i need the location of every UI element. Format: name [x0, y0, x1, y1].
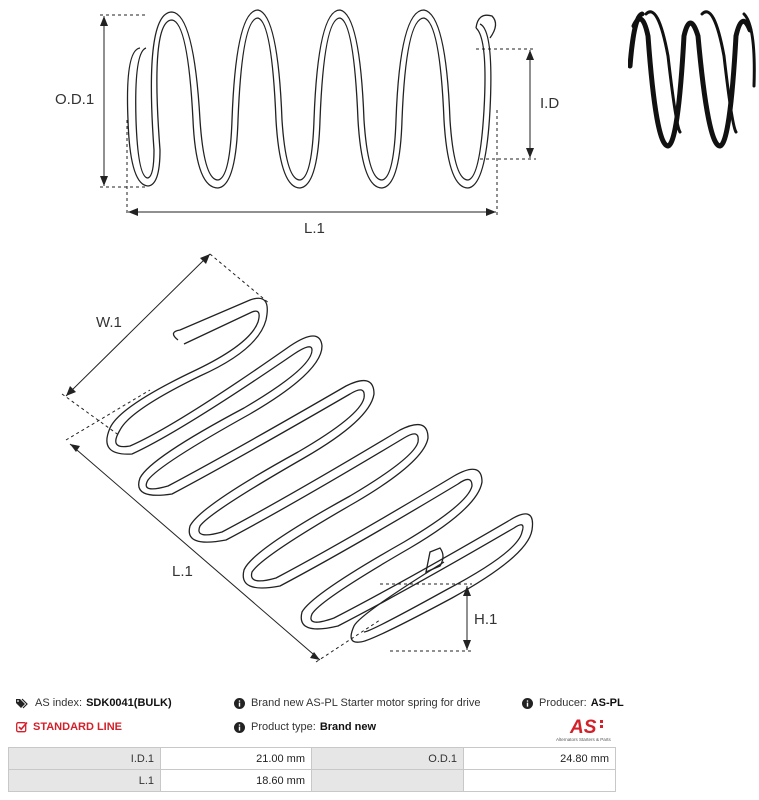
info-icon: [234, 697, 245, 709]
l1-top-label: L.1: [304, 220, 325, 237]
product-type-row: Product type: Brand new: [234, 721, 376, 733]
w1-label: W.1: [96, 314, 122, 331]
spec-value: 18.60 mm: [160, 769, 312, 792]
tags-icon: [16, 698, 28, 708]
spec-value: 21.00 mm: [160, 747, 312, 770]
perspective-dimension-lines: [61, 253, 472, 663]
info-icon: [234, 721, 245, 733]
spec-key: O.D.1: [311, 747, 464, 770]
od1-label: O.D.1: [55, 91, 94, 108]
side-view-drawing: O.D.1 I.D.1 L.1: [55, 9, 560, 237]
product-type-value: Brand new: [319, 721, 377, 733]
id1-label: I.D.1: [540, 95, 560, 112]
product-type-label: Product type:: [251, 721, 316, 733]
table-row: L.1 18.60 mm: [8, 769, 616, 792]
check-square-icon: [16, 721, 28, 733]
dimension-lines: [100, 14, 536, 216]
producer-row: Producer: AS-PL: [522, 697, 624, 709]
product-photo: [628, 10, 756, 149]
description-row: Brand new AS-PL Starter motor spring for…: [234, 697, 480, 709]
table-row: I.D.1 21.00 mm O.D.1 24.80 mm: [8, 747, 616, 770]
as-index-row: AS index: SDK0041(BULK): [16, 697, 172, 709]
description-text: Brand new AS-PL Starter motor spring for…: [251, 697, 481, 709]
logo-tagline: Alternators Starters & Parts: [556, 737, 612, 742]
spring-side-outline: [126, 9, 497, 189]
spec-key: I.D.1: [8, 747, 161, 770]
l1-bottom-label: L.1: [172, 563, 193, 580]
perspective-drawing: W.1 L.1 H.1: [61, 253, 534, 663]
spec-key: [311, 769, 464, 792]
info-icon: [522, 697, 533, 709]
spec-value: [463, 769, 616, 792]
as-pl-logo: AS Alternators Starters & Parts: [556, 714, 616, 742]
as-index-value: SDK0041(BULK): [86, 697, 172, 709]
h1-label: H.1: [474, 611, 497, 628]
producer-value: AS-PL: [590, 697, 624, 709]
spec-key: L.1: [8, 769, 161, 792]
logo-text: AS: [569, 717, 597, 738]
standard-line-badge: STANDARD LINE: [16, 721, 122, 733]
spec-value: 24.80 mm: [463, 747, 616, 770]
standard-line-label: STANDARD LINE: [33, 721, 123, 733]
specs-table: I.D.1 21.00 mm O.D.1 24.80 mm L.1 18.60 …: [8, 747, 616, 792]
producer-label: Producer:: [539, 697, 587, 709]
spring-perspective-outline: [106, 297, 534, 643]
as-index-label: AS index:: [35, 697, 83, 709]
